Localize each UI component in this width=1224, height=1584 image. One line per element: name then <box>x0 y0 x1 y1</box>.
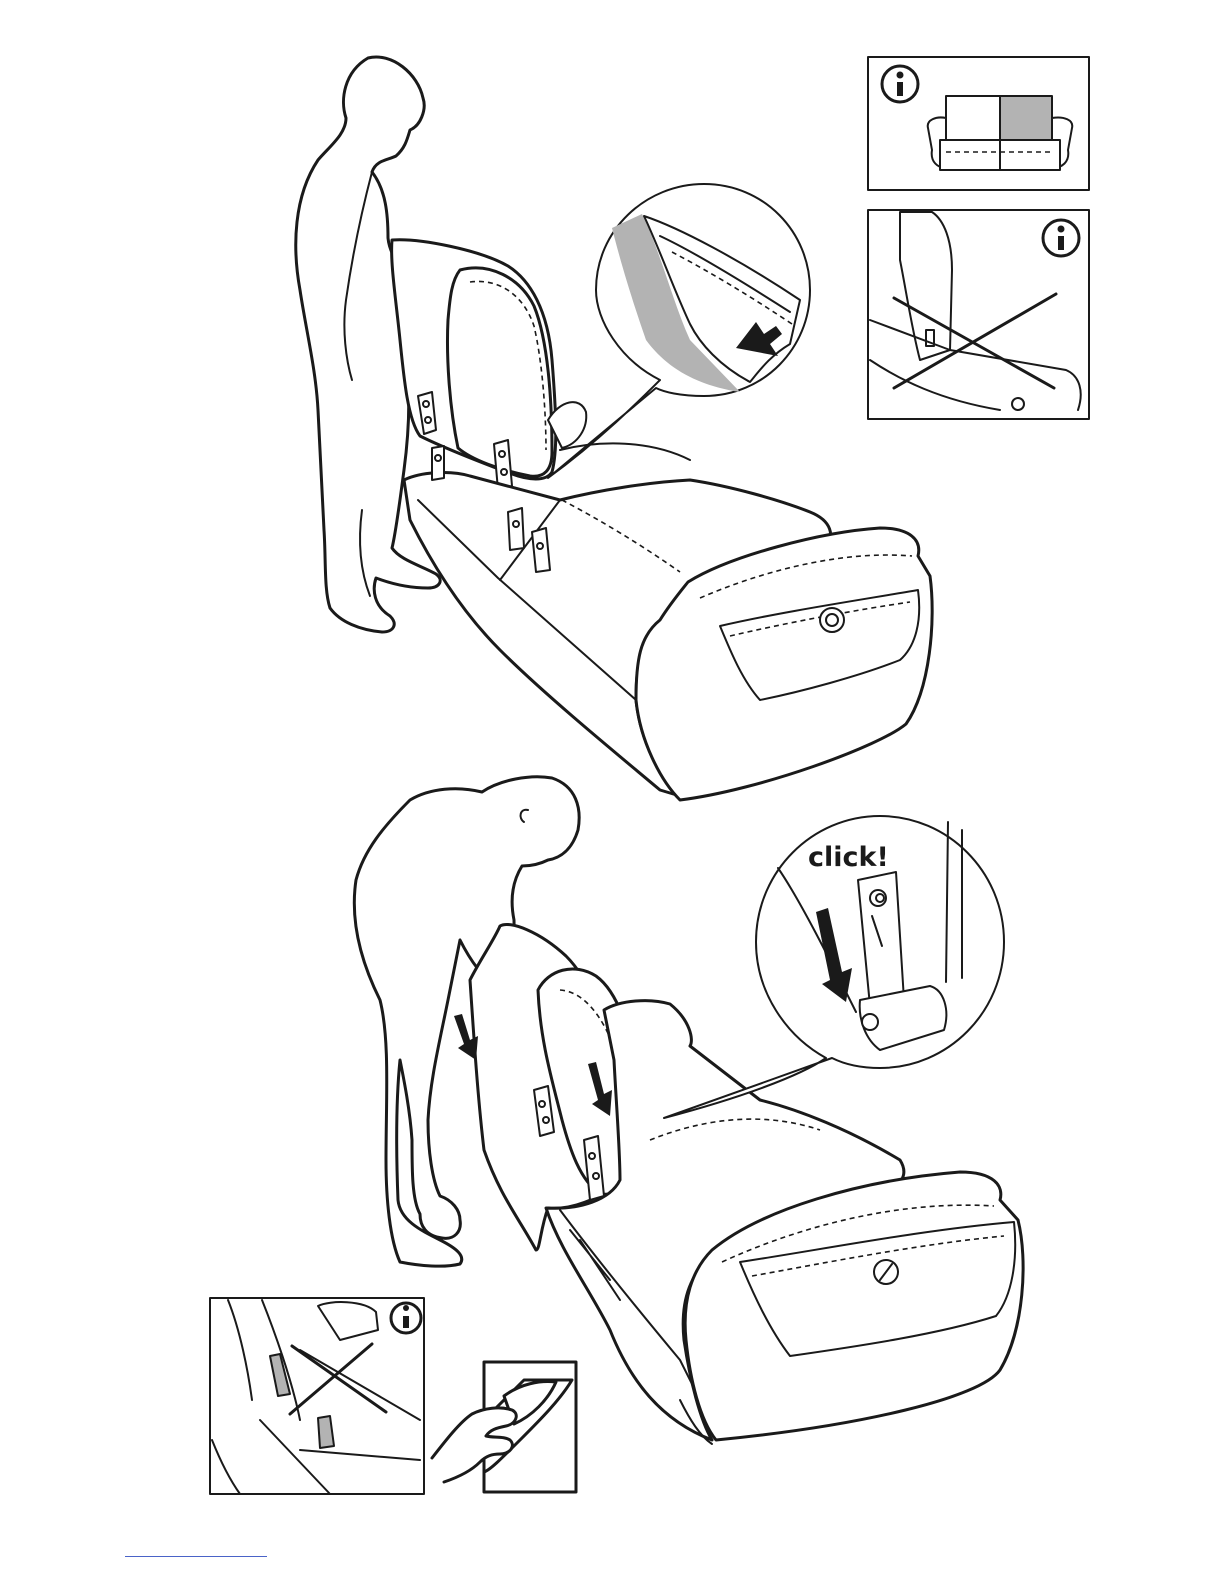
hinge-bracket-lower-mid <box>508 508 524 550</box>
hinge-bracket-lower-left <box>432 446 444 480</box>
person-leg-divide <box>360 510 370 596</box>
info-panel-wrong-top <box>868 210 1089 419</box>
click-label: click! <box>808 842 889 873</box>
info-icon <box>882 66 918 102</box>
click-detail-knob <box>862 1014 878 1030</box>
info-icon <box>1043 220 1079 256</box>
footer-link-underline[interactable] <box>125 1556 267 1557</box>
info-panel-wrong-bottom <box>210 1298 424 1494</box>
detail-zoom-top <box>548 184 810 478</box>
person-arm-inner <box>344 172 372 380</box>
info-icon <box>391 1303 421 1333</box>
hinge-bracket-lower-right <box>532 528 550 572</box>
info-panel-sofa <box>868 57 1089 190</box>
sofa-overview-icon <box>928 96 1073 170</box>
recline-button-icon <box>874 1260 898 1284</box>
turn-page-icon <box>432 1362 576 1492</box>
person-ear <box>521 810 528 822</box>
top-step-illustration <box>296 57 932 800</box>
wrong-detail-bracket-b <box>318 1416 334 1448</box>
recline-button-icon <box>820 608 844 632</box>
